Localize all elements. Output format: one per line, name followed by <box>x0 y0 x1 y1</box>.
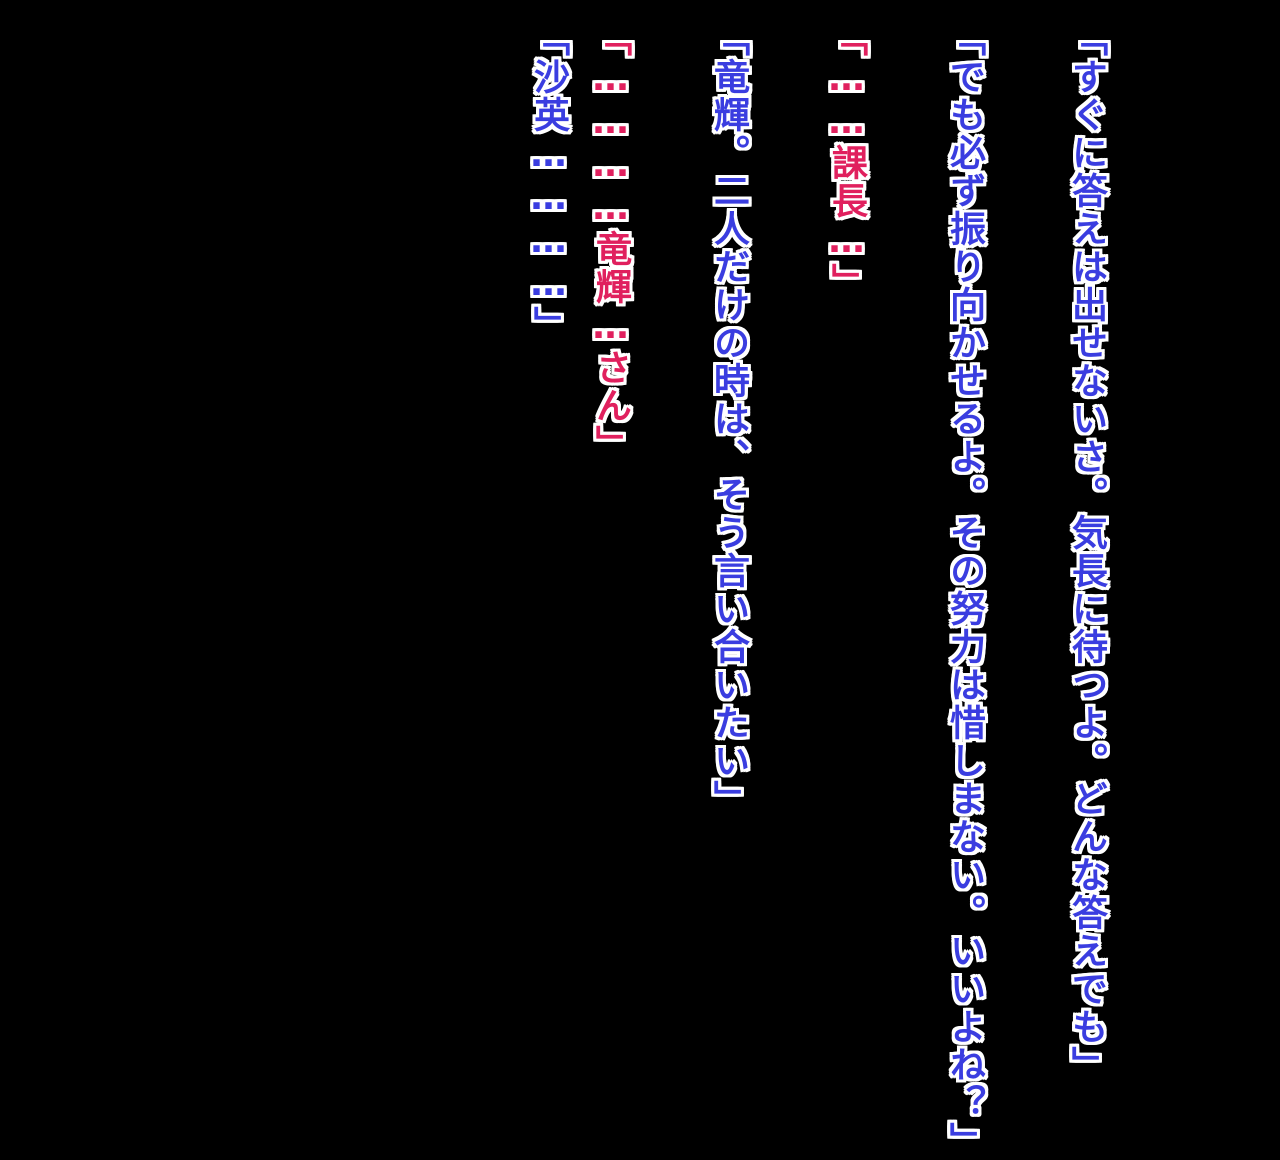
dialogue-line-2: 「でも必ず振り向かせるよ。その努力は惜しまない。いいよね？」 <box>944 20 985 1160</box>
dialogue-line-4: 「竜輝。二人だけの時は、そう言い合いたい」 <box>708 20 749 818</box>
dialogue-line-3: 「……課長…」 <box>826 20 867 301</box>
dialogue-line-6: 「沙英…………」 <box>528 20 569 344</box>
dialogue-line-5: 「…………竜輝…さん」 <box>590 20 631 463</box>
dialogue-line-1: 「すぐに答えは出せないさ。気長に待つよ。どんな答えでも」 <box>1066 20 1107 1084</box>
